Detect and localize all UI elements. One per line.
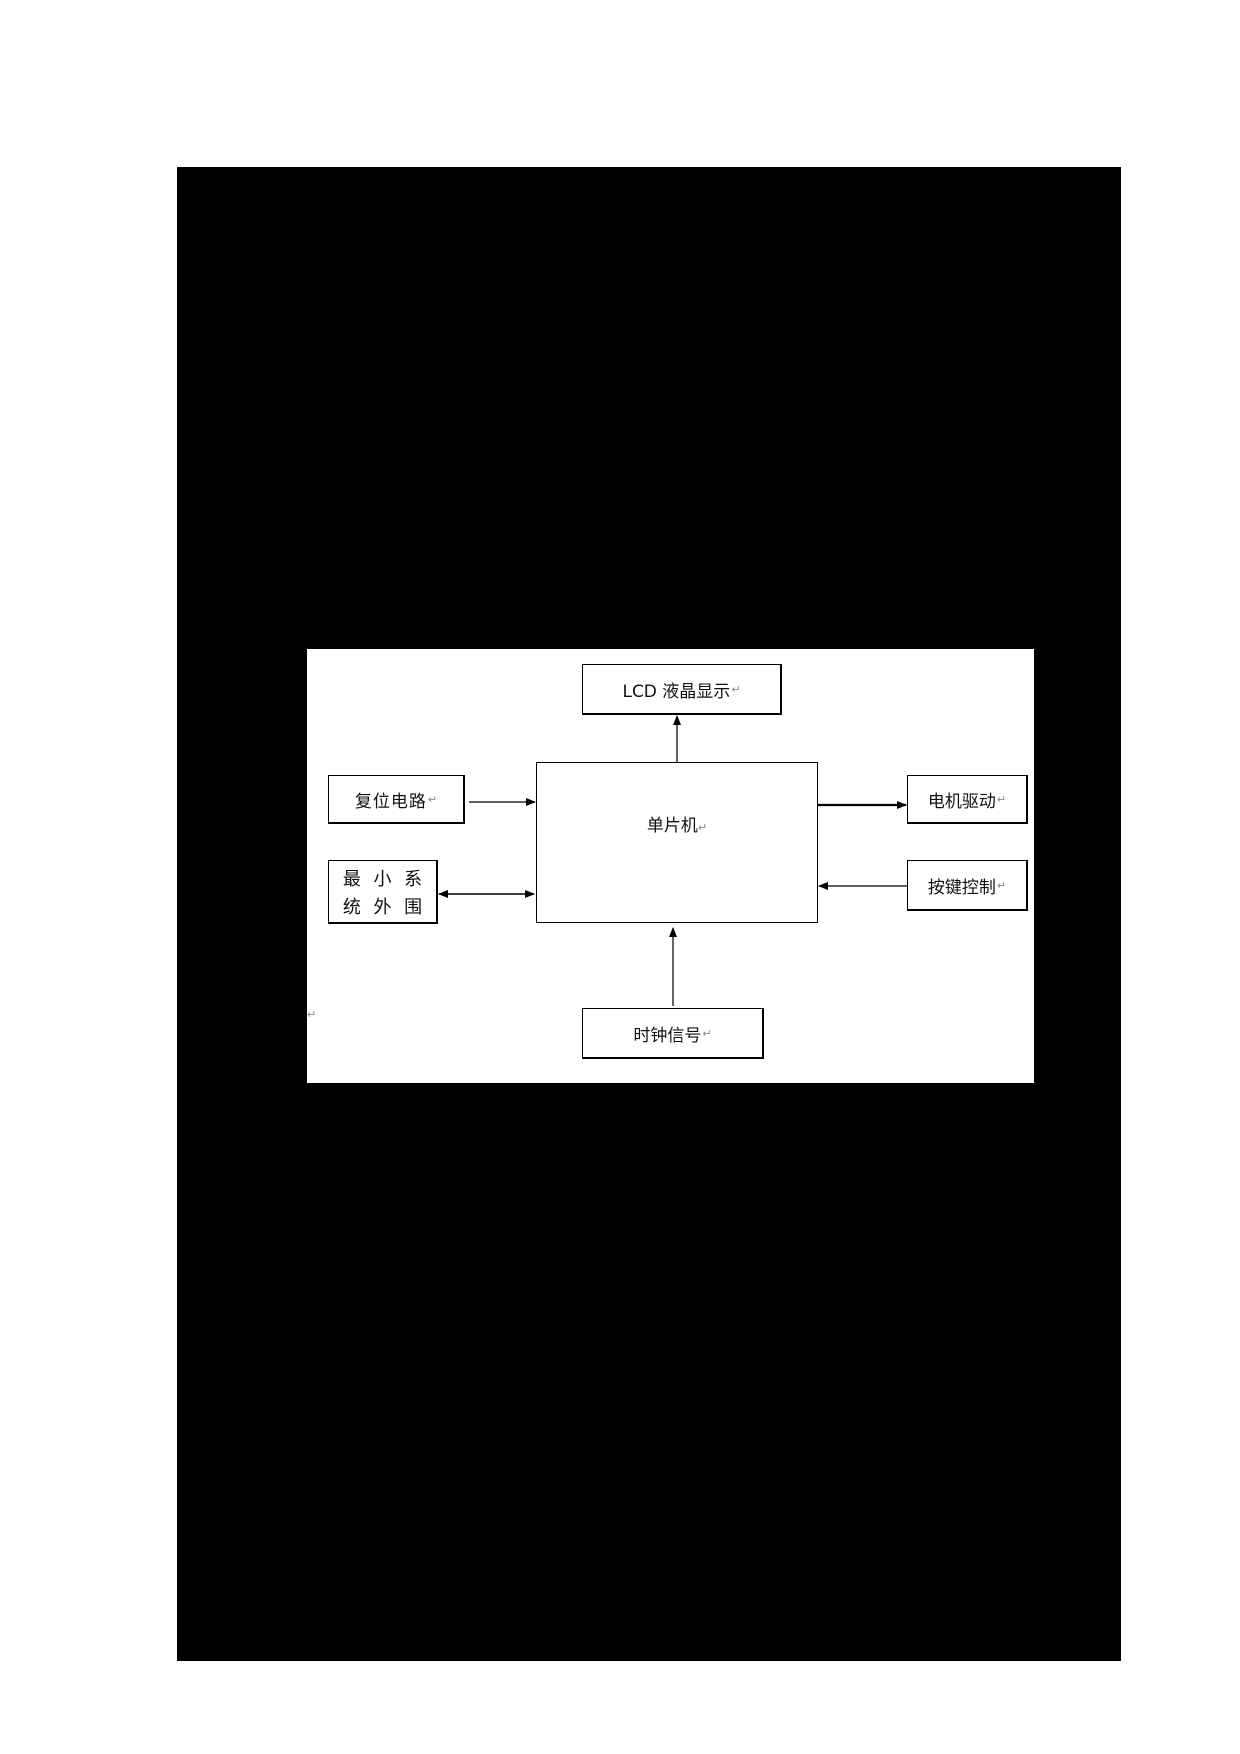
minimum-system-label: 最 小 系 统 外 围 xyxy=(342,868,423,918)
mcu-label: 单片机↵ xyxy=(646,816,708,836)
clock-signal-node: 时钟信号↵ xyxy=(582,1008,764,1059)
motor-drive-node: 电机驱动↵ xyxy=(907,775,1028,824)
reset-circuit-node: 复位电路↵ xyxy=(328,775,465,824)
paragraph-mark: ↵ xyxy=(307,1008,317,1021)
minimum-system-node: 最 小 系 统 外 围 xyxy=(328,860,438,924)
mcu-block: 单片机↵ xyxy=(536,762,818,923)
lcd-display-node: LCD 液晶显示↵ xyxy=(582,664,782,715)
key-control-node: 按键控制↵ xyxy=(907,860,1028,911)
